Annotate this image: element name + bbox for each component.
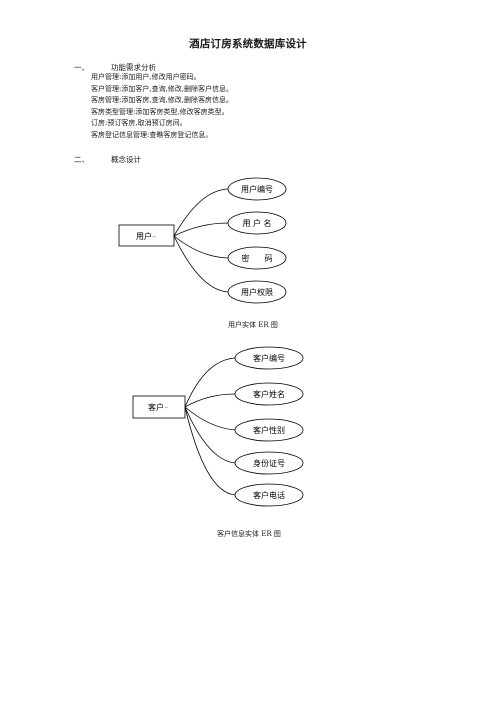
attribute-ellipse (234, 346, 304, 370)
attribute-ellipse (234, 382, 304, 406)
section-title: 概念设计 (111, 155, 141, 164)
diagram-caption: 用户实体 ER 图 (228, 321, 278, 329)
customer-er-diagram: 客户 ↵ 客户编号 客户姓名 客户性别 身份证号 客户电话 (132, 346, 304, 507)
requirement-item: 客房管理:添加客房,查询,修改,删除客房信息。 (91, 96, 234, 105)
connector-line (184, 406, 236, 431)
diagram-caption: 客户信息实体 ER 图 (217, 530, 281, 538)
entity-label: 客户 (148, 402, 164, 412)
connector-line (184, 393, 236, 408)
requirements-list: 用户管理:添加用户,修改用户密码。 客户管理:添加客户,查询,修改,删除客户信息… (91, 72, 233, 142)
section-number: 一、 (74, 63, 89, 72)
attribute-ellipse (227, 211, 287, 235)
document-title: 酒店订房系统数据库设计 (189, 38, 307, 50)
paragraph-mark: ↵ (153, 234, 156, 239)
section-number: 二、 (74, 155, 89, 164)
attribute-label: 客户性别 (253, 425, 285, 435)
requirement-item: 用户管理:添加用户,修改用户密码。 (91, 73, 201, 81)
attribute-label: 身份证号 (253, 458, 285, 468)
requirement-item: 客房类型管理:添加客房类型,修改客房类型。 (91, 107, 229, 116)
connector-line (184, 406, 236, 464)
attribute-ellipse (234, 451, 304, 475)
attribute-label: 客户姓名 (253, 389, 285, 399)
attribute-label: 客户编号 (253, 353, 285, 363)
attribute-ellipse (227, 280, 287, 304)
attribute-label: 密 码 (241, 253, 272, 263)
entity-box (118, 224, 175, 247)
requirement-item: 客房登记信息管理:查瞧客房登记信息。 (91, 130, 213, 139)
attribute-ellipse (234, 418, 304, 442)
attribute-ellipse (227, 177, 287, 201)
connector-line (184, 406, 236, 496)
section-title: 功能需求分析 (111, 63, 156, 72)
connector-line (184, 357, 236, 408)
requirement-item: 订房:预订客房,取消预订房间。 (91, 119, 187, 128)
attribute-label: 用户权限 (241, 287, 273, 297)
attribute-label: 用 户 名 (242, 218, 271, 228)
connector-line (173, 222, 229, 237)
connector-line (173, 235, 229, 259)
connector-line (173, 188, 229, 237)
entity-label: 用户 (136, 231, 152, 241)
requirement-item: 客户管理:添加客户,查询,修改,删除客户信息。 (91, 84, 234, 93)
attribute-ellipse (234, 483, 304, 507)
attribute-label: 用户编号 (241, 184, 273, 194)
user-er-diagram: 用户 ↵ 用户编号 用 户 名 密 码 用户权限 (118, 177, 287, 304)
paragraph-mark: ↵ (165, 405, 168, 410)
attribute-label: 客户电话 (253, 490, 285, 500)
entity-box (132, 395, 186, 419)
attribute-ellipse (227, 246, 287, 270)
connector-line (173, 235, 229, 293)
